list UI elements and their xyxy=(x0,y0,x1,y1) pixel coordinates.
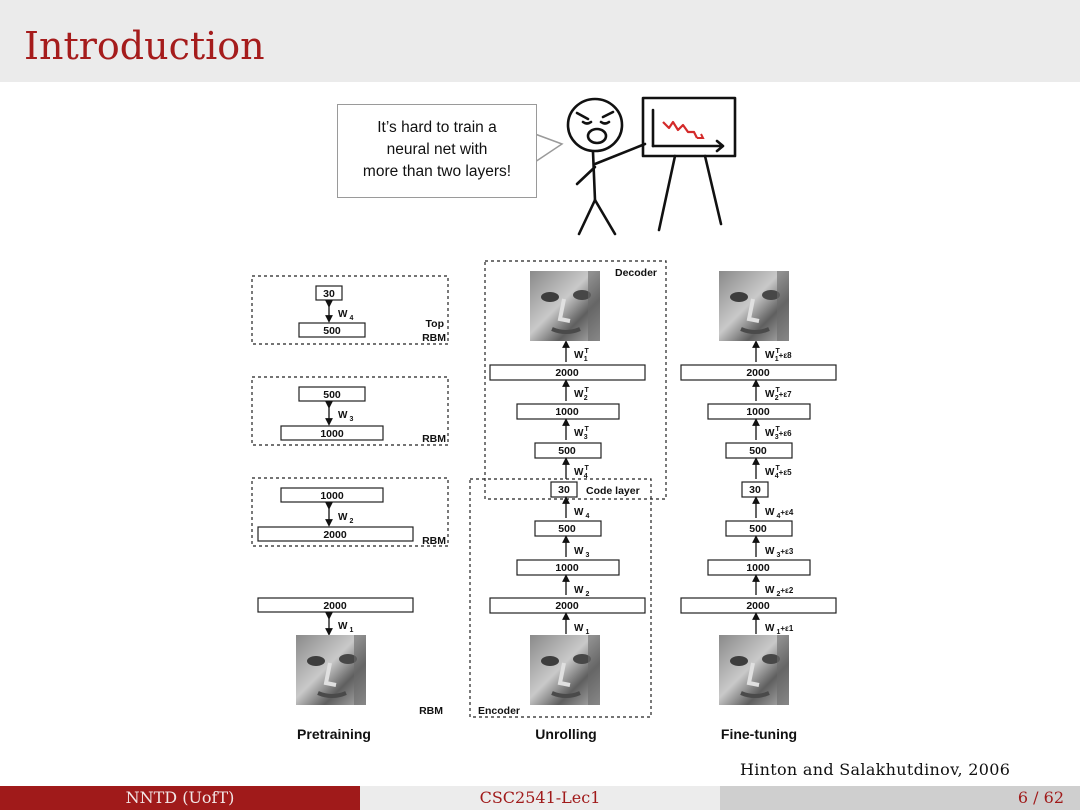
unroll-code-layer-30: 30 xyxy=(558,484,570,496)
slide-footer: NNTD (UofT) CSC2541-Lec1 6 / 62 xyxy=(0,786,1080,810)
rbm-label-2: RBM xyxy=(422,433,446,445)
pretrain-layer-1000-b: 1000 xyxy=(320,490,344,502)
footer-page-number-text: 6 / 62 xyxy=(1017,788,1064,807)
unroll-layer-500-top: 500 xyxy=(558,445,576,457)
slide-title: Introduction xyxy=(24,24,265,68)
finetune-layer-1000: 1000 xyxy=(746,562,770,574)
finetune-layer-30: 30 xyxy=(749,484,761,496)
speech-bubble-text: It’s hard to train a neural net with mor… xyxy=(338,117,536,183)
panel-caption-pretraining: Pretraining xyxy=(297,726,371,742)
pretrain-layer-1000: 1000 xyxy=(320,428,344,440)
bubble-line-1: It’s hard to train a xyxy=(377,119,497,136)
unroll-layer-2000: 2000 xyxy=(555,600,579,612)
code-layer-label: Code layer xyxy=(586,485,640,497)
speech-bubble: It’s hard to train a neural net with mor… xyxy=(337,104,537,198)
input-face-image-pretraining xyxy=(294,633,368,707)
finetune-layer-500: 500 xyxy=(749,523,767,535)
bubble-line-2: neural net with xyxy=(386,141,488,158)
finetune-layer-1000-top: 1000 xyxy=(746,406,770,418)
bubble-line-3: more than two layers! xyxy=(362,163,512,180)
input-face-image-unrolling xyxy=(528,633,602,707)
stick-figure-body xyxy=(591,150,597,202)
unroll-layer-1000: 1000 xyxy=(555,562,579,574)
output-face-image-unrolling xyxy=(528,269,602,343)
easel-board xyxy=(641,96,737,158)
finetune-layer-2000-top: 2000 xyxy=(746,367,770,379)
finetune-layer-500-top: 500 xyxy=(749,445,767,457)
unroll-layer-1000-top: 1000 xyxy=(555,406,579,418)
slide-title-bar xyxy=(0,0,1080,82)
unroll-layer-500: 500 xyxy=(558,523,576,535)
pretrain-layer-500: 500 xyxy=(323,389,341,401)
pretrain-layer-2000: 2000 xyxy=(323,529,347,541)
footer-author: NNTD (UofT) xyxy=(0,786,360,810)
pretrain-layer-2000-b: 2000 xyxy=(323,600,347,612)
stick-figure-head xyxy=(566,97,624,153)
pretrain-layer-500-top: 500 xyxy=(323,325,341,337)
footer-page-number: 6 / 62 xyxy=(720,786,1080,810)
citation: Hinton and Salakhutdinov, 2006 xyxy=(740,760,1011,779)
rbm-label-3: RBM xyxy=(422,535,446,547)
encoder-label: Encoder xyxy=(478,705,520,717)
unroll-layer-2000-top: 2000 xyxy=(555,367,579,379)
stick-figure-presenter-illustration xyxy=(566,96,737,236)
panel-caption-unrolling: Unrolling xyxy=(535,726,596,742)
top-rbm-label-2: RBM xyxy=(422,332,446,344)
finetune-layer-2000: 2000 xyxy=(746,600,770,612)
decoder-label: Decoder xyxy=(615,267,657,279)
input-face-image-finetuning xyxy=(717,633,791,707)
top-rbm-label-1: Top xyxy=(426,318,444,330)
panel-caption-finetuning: Fine-tuning xyxy=(721,726,797,742)
declining-chart-line xyxy=(662,120,698,139)
rbm-label-bottom: RBM xyxy=(419,705,443,717)
output-face-image-finetuning xyxy=(717,269,791,343)
pretrain-layer-30: 30 xyxy=(323,288,335,300)
footer-course: CSC2541-Lec1 xyxy=(360,786,720,810)
